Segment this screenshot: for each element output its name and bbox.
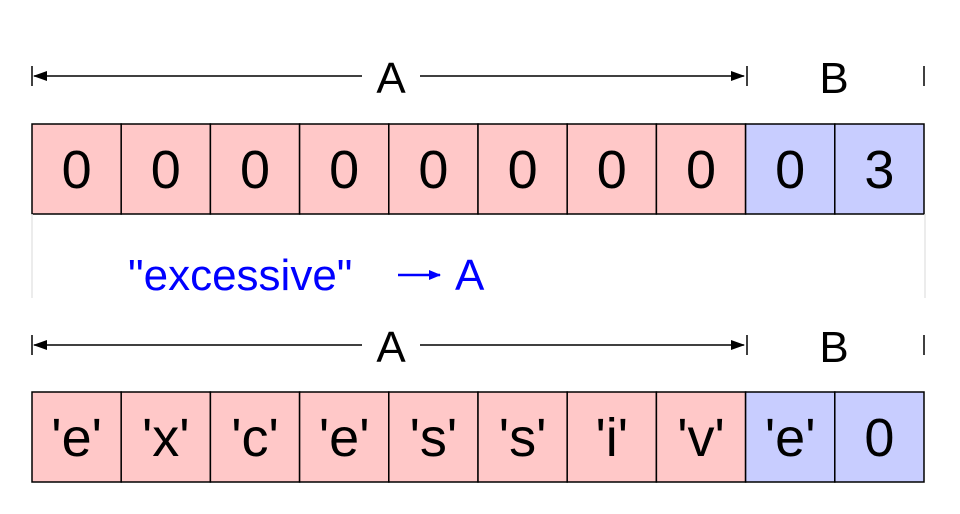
row-2-cell-1-value: 'e': [51, 408, 102, 468]
row-2-cell-8-value: 'v': [677, 408, 725, 468]
row-1-cell-2-box: [120, 123, 212, 215]
row-1-cell-2-value: 0: [151, 140, 181, 200]
row-2-cell-7-box: [566, 391, 658, 483]
row-1-cell-7-value: 0: [597, 140, 627, 200]
row-2-cell-9-value: 'e': [765, 408, 816, 468]
row-2-cell-4-value: 'e': [319, 408, 370, 468]
row-1-label-b: B: [819, 54, 848, 103]
row-2-cell-10-box: [834, 391, 925, 483]
row-1-cell-5-value: 0: [418, 140, 448, 200]
row-2-span-b: B: [819, 323, 925, 372]
row-2-cell-1-box: [31, 391, 122, 483]
row-1-cell-6-value: 0: [508, 140, 538, 200]
row-2-cell-5-value: 's': [410, 408, 458, 468]
row-2-cell-8-box: [655, 391, 747, 483]
row-1-span-a: A: [31, 54, 748, 103]
row-2-cell-9-box: [744, 391, 836, 483]
row-2-cell-3-value: 'c': [231, 408, 279, 468]
row-2-label-a: A: [376, 323, 406, 372]
row-1-cell-1-box: [31, 123, 122, 215]
row-2-cell-6-box: [477, 391, 568, 483]
row-2-cell-2-value: 'x': [142, 408, 190, 468]
row-2-cell-4-box: [298, 391, 390, 483]
row-1-cell-9-value: 0: [775, 140, 805, 200]
row-1-label-a: A: [376, 54, 406, 103]
row-1-cell-1-value: 0: [62, 140, 92, 200]
row-2-label-b: B: [819, 323, 848, 372]
row-1-cell-5-box: [388, 123, 479, 215]
row-1-cell-7-box: [566, 123, 658, 215]
row-2-cells: 'e' 'x' 'c' 'e' 's' 's' 'i' 'v' 'e' 0: [31, 391, 925, 483]
row-2-cell-3-box: [209, 391, 301, 483]
row-1-cell-6-box: [477, 123, 568, 215]
row-2: A B 'e' 'x' 'c' 'e' 's' 's' 'i' 'v' 'e' 0: [31, 323, 925, 483]
caption-string: "excessive": [128, 251, 352, 300]
row-1-cell-10-box: [834, 123, 925, 215]
row-1-span-b: B: [819, 54, 925, 103]
caption-target: A: [455, 251, 485, 300]
row-1-cell-3-box: [209, 123, 301, 215]
row-1-cell-10-value: 3: [864, 140, 894, 200]
row-2-cell-7-value: 'i': [595, 408, 628, 468]
caption: "excessive" A: [128, 251, 485, 300]
row-1-cell-9-box: [744, 123, 836, 215]
row-2-cell-6-value: 's': [499, 408, 547, 468]
row-2-cell-10-value: 0: [864, 408, 894, 468]
row-2-span-a: A: [31, 323, 748, 372]
row-2-cell-5-box: [388, 391, 479, 483]
row-1-cell-8-value: 0: [686, 140, 716, 200]
row-1-cell-4-value: 0: [329, 140, 359, 200]
row-1-cell-3-value: 0: [240, 140, 270, 200]
